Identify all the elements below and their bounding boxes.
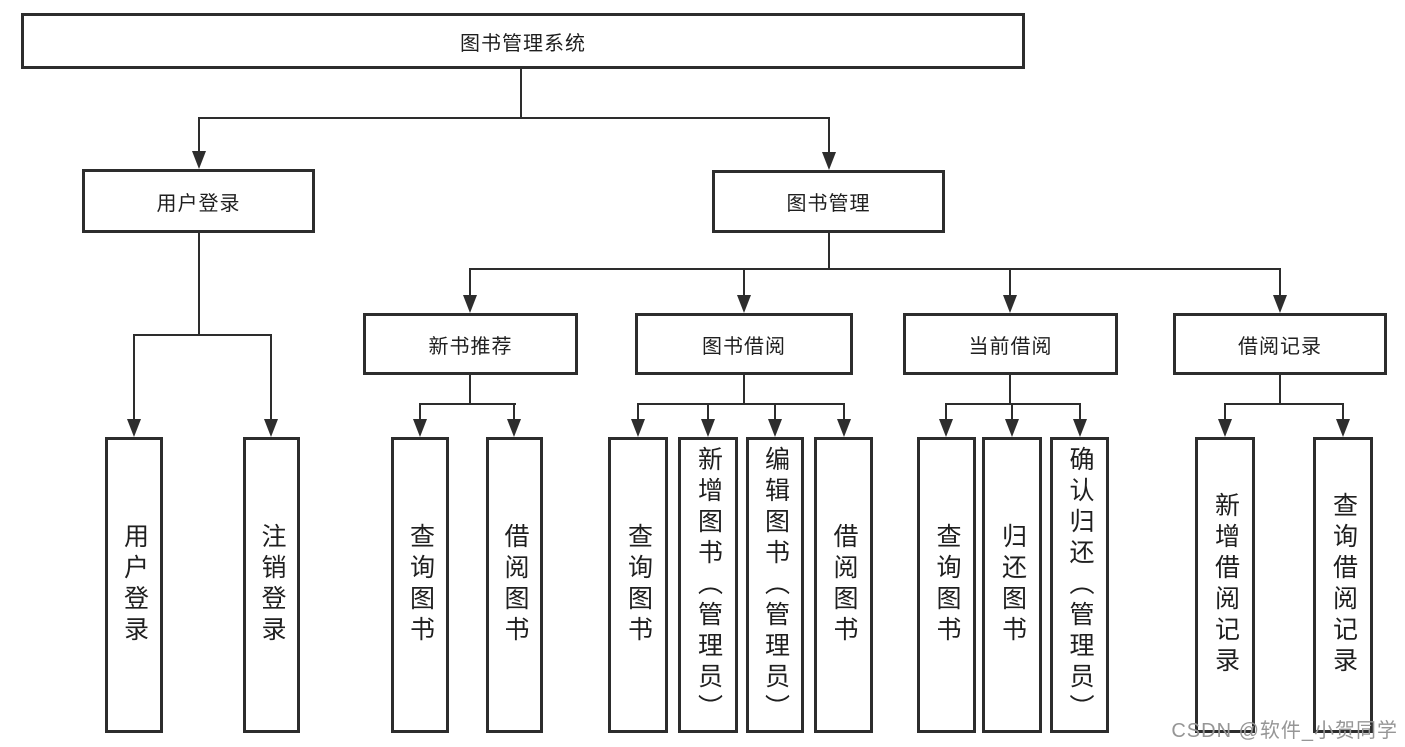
connector-line (469, 268, 1281, 270)
arrowhead-icon (822, 152, 836, 170)
node-user-login: 用户登录 (82, 169, 315, 233)
connector-line (1224, 403, 1226, 421)
node-library-management-system: 图书管理系统 (21, 13, 1025, 69)
arrowhead-icon (837, 419, 851, 437)
node-book-management: 图书管理 (712, 170, 945, 233)
connector-line (133, 334, 135, 421)
arrowhead-icon (631, 419, 645, 437)
csdn-watermark: CSDN @软件_小贺同学 (1171, 720, 1398, 742)
connector-line (1009, 268, 1011, 297)
connector-line (707, 403, 709, 421)
connector-line (637, 403, 639, 421)
leaf-confirm-return-admin: 确认归还（管理员） (1050, 437, 1109, 733)
arrowhead-icon (264, 419, 278, 437)
connector-line (469, 268, 471, 297)
arrowhead-icon (1273, 295, 1287, 313)
connector-line (513, 403, 515, 421)
connector-line (774, 403, 776, 421)
connector-line (419, 403, 516, 405)
connector-line (945, 403, 1081, 405)
arrowhead-icon (127, 419, 141, 437)
leaf-user-login: 用户登录 (105, 437, 163, 733)
connector-line (1342, 403, 1344, 421)
node-borrow-record: 借阅记录 (1173, 313, 1387, 375)
connector-line (1224, 403, 1344, 405)
leaf-logout-login: 注销登录 (243, 437, 300, 733)
arrowhead-icon (1005, 419, 1019, 437)
connector-line (828, 233, 830, 270)
arrowhead-icon (1336, 419, 1350, 437)
connector-line (1079, 403, 1081, 421)
leaf-add-book-admin: 新增图书（管理员） (678, 437, 738, 733)
connector-line (1009, 375, 1011, 405)
leaf-borrow-book: 借阅图书 (814, 437, 873, 733)
connector-line (198, 117, 200, 153)
leaf-add-borrow-record: 新增借阅记录 (1195, 437, 1255, 733)
connector-line (469, 375, 471, 405)
arrowhead-icon (737, 295, 751, 313)
node-current-borrow: 当前借阅 (903, 313, 1118, 375)
arrowhead-icon (1218, 419, 1232, 437)
arrowhead-icon (701, 419, 715, 437)
leaf-return-book: 归还图书 (982, 437, 1042, 733)
node-book-borrow: 图书借阅 (635, 313, 853, 375)
leaf-query-book-current: 查询图书 (917, 437, 976, 733)
connector-line (419, 403, 421, 421)
connector-line (945, 403, 947, 421)
connector-line (828, 117, 830, 154)
connector-line (1279, 268, 1281, 297)
arrowhead-icon (192, 151, 206, 169)
leaf-query-book-borrow: 查询图书 (608, 437, 668, 733)
connector-line (1011, 403, 1013, 421)
leaf-edit-book-admin: 编辑图书（管理员） (746, 437, 804, 733)
leaf-borrow-book-recommend: 借阅图书 (486, 437, 543, 733)
connector-line (520, 69, 522, 119)
node-new-book-recommend: 新书推荐 (363, 313, 578, 375)
arrowhead-icon (507, 419, 521, 437)
arrowhead-icon (413, 419, 427, 437)
connector-line (843, 403, 845, 421)
arrowhead-icon (463, 295, 477, 313)
connector-line (133, 334, 272, 336)
arrowhead-icon (939, 419, 953, 437)
leaf-query-borrow-record: 查询借阅记录 (1313, 437, 1373, 733)
leaf-query-book-recommend: 查询图书 (391, 437, 449, 733)
arrowhead-icon (768, 419, 782, 437)
arrowhead-icon (1073, 419, 1087, 437)
connector-line (637, 403, 845, 405)
connector-line (743, 375, 745, 405)
connector-line (198, 117, 830, 119)
connector-line (743, 268, 745, 297)
connector-line (1279, 375, 1281, 405)
connector-line (198, 233, 200, 336)
arrowhead-icon (1003, 295, 1017, 313)
connector-line (270, 334, 272, 421)
